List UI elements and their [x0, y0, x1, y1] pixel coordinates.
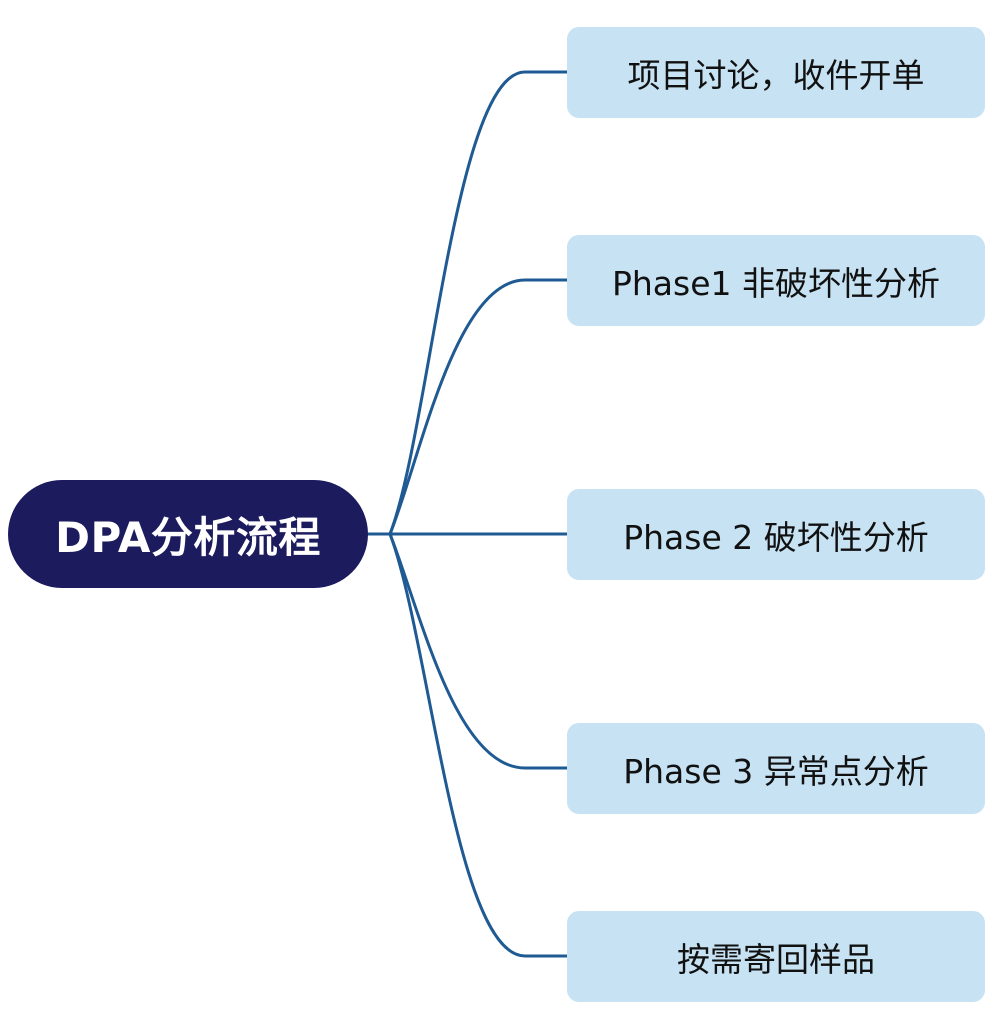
connector-4 — [388, 532, 569, 770]
connector-2 — [388, 278, 569, 536]
root-label: DPA分析流程 — [55, 512, 321, 562]
branch-node-phase3: Phase 3 异常点分析 — [567, 723, 985, 814]
root-node: DPA分析流程 — [8, 480, 368, 588]
branch-label: Phase 3 异常点分析 — [623, 751, 929, 791]
branch-label: Phase 2 破坏性分析 — [623, 517, 929, 557]
branch-label: Phase1 非破坏性分析 — [611, 263, 941, 303]
branch-label: 按需寄回样品 — [677, 939, 875, 979]
connector-5 — [388, 532, 569, 958]
branch-node-discussion: 项目讨论，收件开单 — [567, 27, 985, 118]
branch-label: 项目讨论，收件开单 — [627, 55, 925, 95]
connector-1 — [366, 70, 569, 536]
branch-node-return-samples: 按需寄回样品 — [567, 911, 985, 1002]
branch-node-phase1: Phase1 非破坏性分析 — [567, 235, 985, 326]
branch-node-phase2: Phase 2 破坏性分析 — [567, 489, 985, 580]
